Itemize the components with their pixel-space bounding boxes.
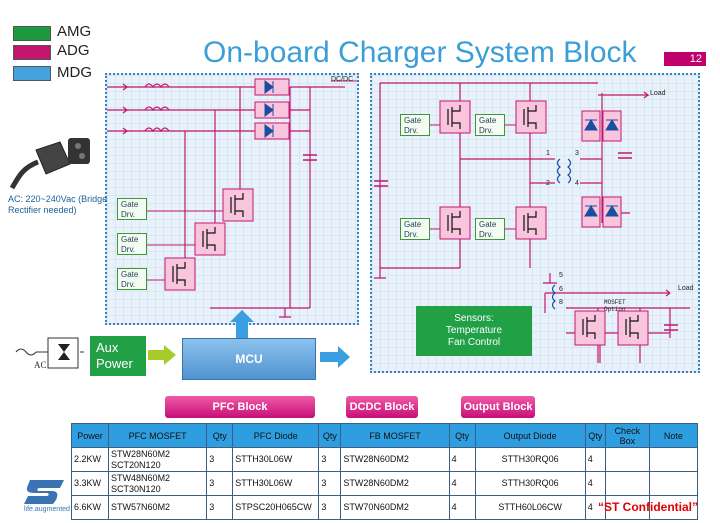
mcu-block: MCU (182, 338, 316, 380)
cell-qty: 3 (206, 447, 234, 472)
mcu-right-arrow-icon (320, 346, 350, 368)
cell-qty: 3 (206, 495, 234, 520)
pfc-block-button[interactable]: PFC Block (165, 396, 315, 418)
dcdc-gate-driver-2: Gate Drv. (475, 114, 505, 136)
cell-pfc-diode: STTH30L06W (232, 447, 320, 472)
header-output-diode: Output Diode (474, 423, 586, 448)
cell-output-diode: STTH30RQ06 (474, 447, 586, 472)
cell-note (648, 447, 699, 472)
transformer-pin-3: 3 (575, 150, 579, 157)
cell-output-diode: STTH30RQ06 (474, 471, 586, 496)
legend-swatch-mdg (13, 66, 51, 81)
cell-note (648, 471, 699, 496)
aux-power-line2: Power (96, 356, 133, 371)
cell-note (648, 495, 699, 520)
cell-qty: 3 (206, 471, 234, 496)
st-tagline: life.augmented (24, 506, 70, 513)
cell-qty: 4 (448, 471, 476, 496)
load-label-bottom: Load (678, 285, 694, 292)
cell-fb-mosfet: STW70N60DM2 (340, 495, 450, 520)
cell-fb-mosfet: STW28N60DM2 (340, 471, 450, 496)
pfc-gate-driver-3: Gate Drv. (117, 268, 147, 290)
cell-qty: 3 (318, 447, 342, 472)
pfc-gate-driver-2: Gate Drv. (117, 233, 147, 255)
component-table: Power PFC MOSFET Qty PFC Diode Qty FB MO… (70, 423, 699, 520)
pfc-gate-driver-1: Gate Drv. (117, 198, 147, 220)
output-block-button[interactable]: Output Block (461, 396, 535, 418)
table-header-row: Power PFC MOSFET Qty PFC Diode Qty FB MO… (70, 423, 699, 448)
ac-input-note: AC: 220~240Vac (Bridge Rectifier needed) (8, 194, 108, 215)
dcdc-block-button[interactable]: DCDC Block (346, 396, 418, 418)
cell-power: 6.6KW (70, 495, 110, 520)
cell-pfc-mosfet: STW57N60M2 (108, 495, 208, 520)
transformer-pin-4: 4 (575, 180, 579, 187)
sensors-temperature: Temperature (445, 325, 503, 336)
transformer-pin-8: 8 (559, 299, 563, 306)
cell-pfc-diode: STTH30L06W (232, 471, 320, 496)
st-logo-icon (24, 480, 64, 504)
sensors-title: Sensors: (454, 313, 494, 324)
cell-check-box[interactable] (604, 471, 650, 496)
cell-fb-mosfet: STW28N60DM2 (340, 447, 450, 472)
dcdc-gate-driver-1: Gate Drv. (400, 114, 430, 136)
cell-pfc-mosfet: STW28N60M2 SCT20N120 (108, 447, 208, 472)
dcdc-gate-driver-3: Gate Drv. (400, 218, 430, 240)
table-row: 6.6KW STW57N60M2 3 STPSC20H065CW 3 STW70… (70, 495, 699, 520)
sensors-block: Sensors: Temperature Fan Control (416, 306, 532, 356)
legend-swatch-adg (13, 45, 51, 60)
aux-power-line1: Aux (96, 340, 119, 355)
cell-qty: 3 (318, 471, 342, 496)
table-row: 3.3KW STW48N60M2 SCT30N120 3 STTH30L06W … (70, 471, 699, 496)
header-qty: Qty (206, 423, 234, 448)
aux-to-mcu-arrow-icon (148, 345, 176, 365)
legend-label-amg: AMG (57, 23, 92, 40)
transformer-pin-5: 5 (559, 272, 563, 279)
pfc-schematic (107, 78, 357, 318)
cell-pfc-diode: STPSC20H065CW (232, 495, 320, 520)
cell-qty: 3 (318, 495, 342, 520)
cell-qty: 4 (584, 447, 606, 472)
cell-qty: 4 (448, 447, 476, 472)
dcdc-gate-driver-4: Gate Drv. (475, 218, 505, 240)
mcu-up-arrow-icon (230, 310, 254, 338)
dcdc-schematic (374, 82, 690, 363)
transformer-pin-2: 2 (546, 180, 550, 187)
ac-rectifier-icon (15, 337, 84, 369)
cell-check-box[interactable] (604, 447, 650, 472)
mosfet-option-label: MOSFET Option (604, 299, 626, 313)
aux-power-block: Aux Power (90, 336, 146, 376)
header-check-box: Check Box (604, 423, 650, 448)
cell-output-diode: STTH60L06CW (474, 495, 586, 520)
legend-swatch-amg (13, 26, 51, 41)
cell-qty: 4 (584, 495, 606, 520)
cell-qty: 4 (448, 495, 476, 520)
header-power: Power (70, 423, 110, 448)
header-note: Note (648, 423, 699, 448)
cell-power: 2.2KW (70, 447, 110, 472)
transformer-pin-1: 1 (546, 150, 550, 157)
page-title: On-board Charger System Block (203, 36, 637, 69)
transformer-pin-6: 6 (559, 286, 563, 293)
page-number: 12 (664, 52, 706, 66)
legend-label-mdg: MDG (57, 64, 92, 81)
cell-check-box[interactable] (604, 495, 650, 520)
dcdc-tag: DC/DC (331, 76, 354, 83)
header-pfc-mosfet: PFC MOSFET (108, 423, 208, 448)
header-qty: Qty (318, 423, 342, 448)
header-qty: Qty (448, 423, 476, 448)
cell-power: 3.3KW (70, 471, 110, 496)
sensors-fan-control: Fan Control (447, 337, 501, 348)
header-qty: Qty (584, 423, 606, 448)
header-fb-mosfet: FB MOSFET (340, 423, 450, 448)
cell-pfc-mosfet: STW48N60M2 SCT30N120 (108, 471, 208, 496)
ac-label: AC (34, 360, 47, 370)
legend-label-adg: ADG (57, 42, 90, 59)
table-row: 2.2KW STW28N60M2 SCT20N120 3 STTH30L06W … (70, 447, 699, 472)
load-label-top: Load (650, 90, 666, 97)
ac-plug-icon (9, 138, 90, 190)
confidential-note: “ST Confidential” (598, 500, 698, 514)
cell-qty: 4 (584, 471, 606, 496)
header-pfc-diode: PFC Diode (232, 423, 320, 448)
